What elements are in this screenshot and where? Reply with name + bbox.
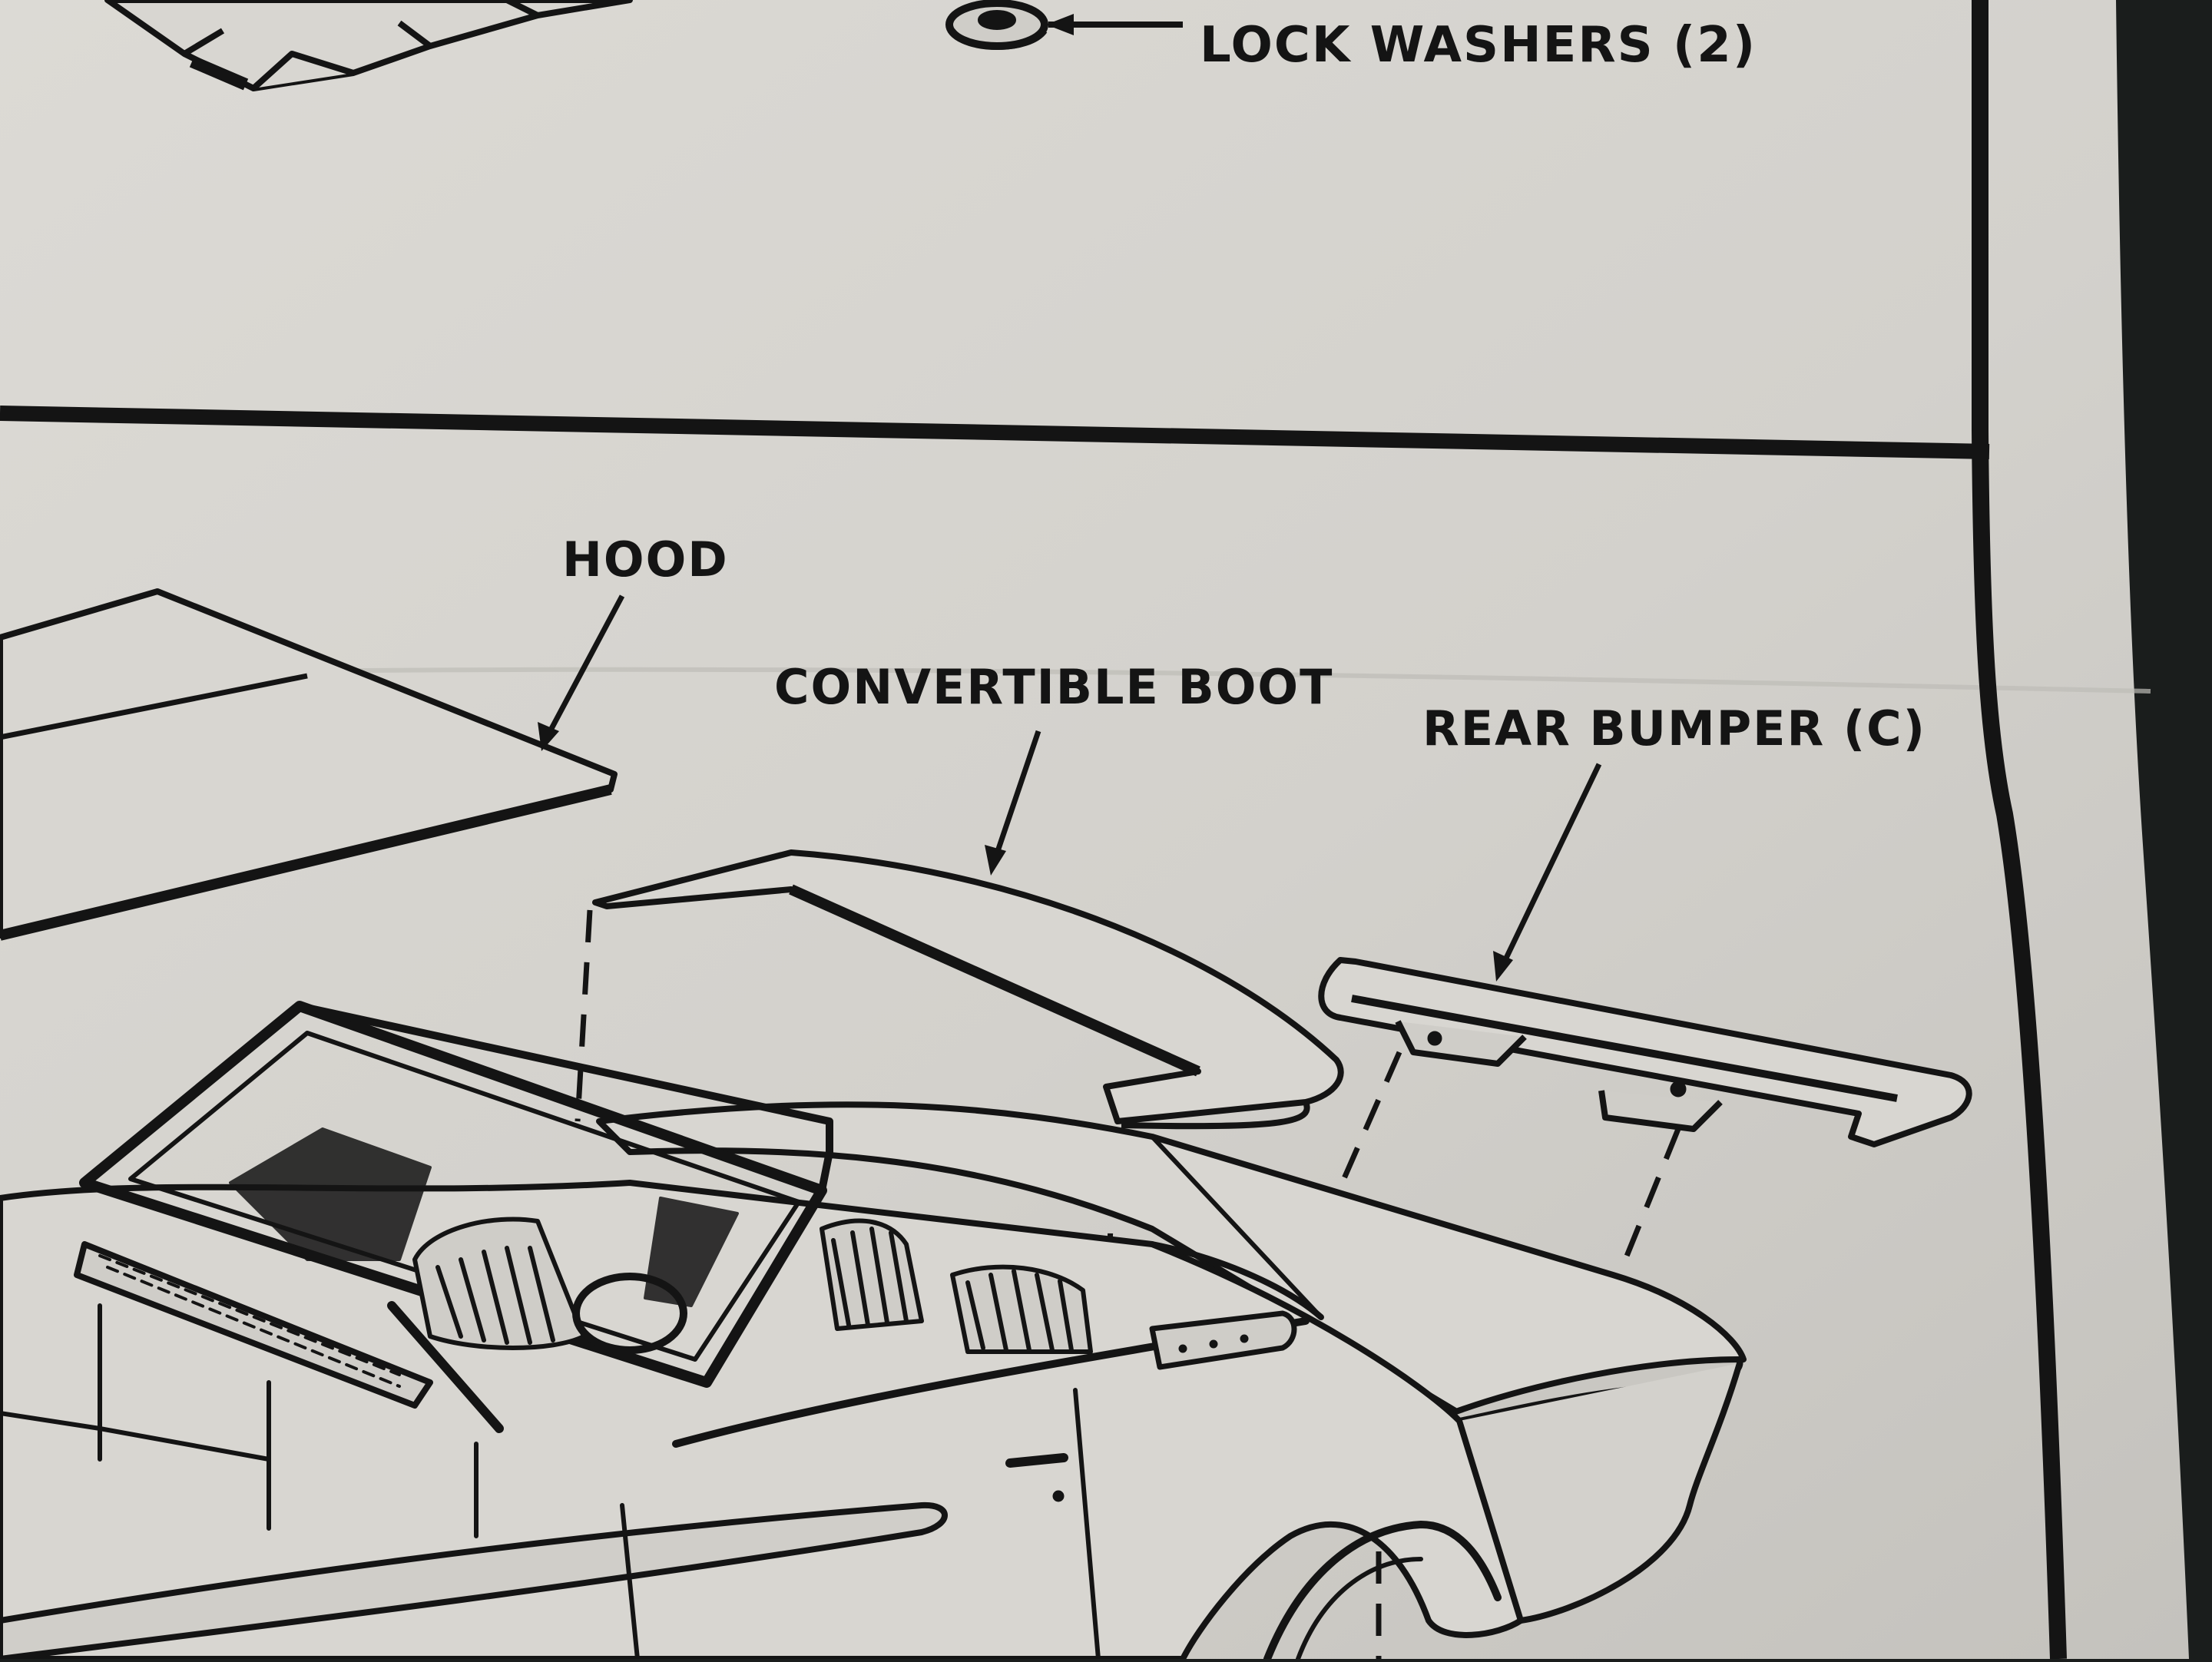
top-part-drawing [104, 0, 633, 91]
car-body-drawing [0, 1001, 1747, 1662]
rear-bumper-label: REAR BUMPER (C) [1422, 700, 1926, 757]
hood-pointer [538, 594, 625, 751]
lock-washers-label: LOCK WASHERS (2) [1200, 17, 1757, 74]
convertible-boot-label: CONVERTIBLE BOOT [774, 659, 1334, 715]
boot-pointer [985, 730, 1041, 876]
section-divider [0, 406, 1990, 459]
rear-bumper-part-icon [1318, 957, 1972, 1147]
sheet-border-right [1972, 0, 2067, 1660]
bumper-pointer [1493, 763, 1602, 982]
washer-icon [945, 0, 1048, 50]
hood-part-icon [0, 588, 618, 941]
convertible-boot-part-icon [592, 849, 1344, 1130]
hood-label: HOOD [562, 531, 729, 588]
washer-arrow [1046, 14, 1183, 35]
